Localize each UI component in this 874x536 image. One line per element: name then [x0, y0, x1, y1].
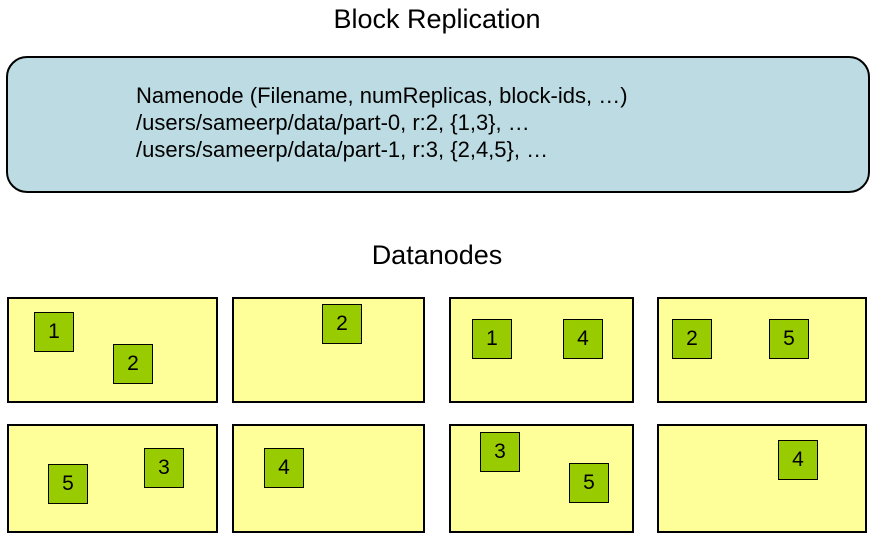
datanode-box-8: 4 [657, 424, 867, 533]
namenode-file-line: /users/sameerp/data/part-1, r:3, {2,4,5}… [136, 137, 549, 162]
block-3: 3 [144, 448, 184, 488]
block-4: 4 [264, 448, 304, 488]
block-5: 5 [569, 463, 609, 503]
block-2: 2 [672, 319, 712, 359]
block-1: 1 [472, 319, 512, 359]
block-3: 3 [480, 432, 520, 472]
namenode-text: Namenode (Filename, numReplicas, block-i… [136, 82, 628, 163]
block-2: 2 [322, 304, 362, 344]
namenode-heading-line: Namenode (Filename, numReplicas, block-i… [136, 83, 628, 108]
datanode-box-2: 2 [232, 297, 425, 403]
block-5: 5 [48, 464, 88, 504]
namenode-box: Namenode (Filename, numReplicas, block-i… [6, 56, 870, 193]
block-4: 4 [778, 440, 818, 480]
block-4: 4 [563, 319, 603, 359]
block-1: 1 [34, 312, 74, 352]
diagram-title: Block Replication [333, 4, 541, 34]
datanode-box-6: 4 [232, 424, 425, 533]
block-5: 5 [769, 319, 809, 359]
block-2: 2 [113, 344, 153, 384]
namenode-file-line: /users/sameerp/data/part-0, r:2, {1,3}, … [136, 110, 530, 135]
datanodes-label: Datanodes [371, 240, 503, 270]
